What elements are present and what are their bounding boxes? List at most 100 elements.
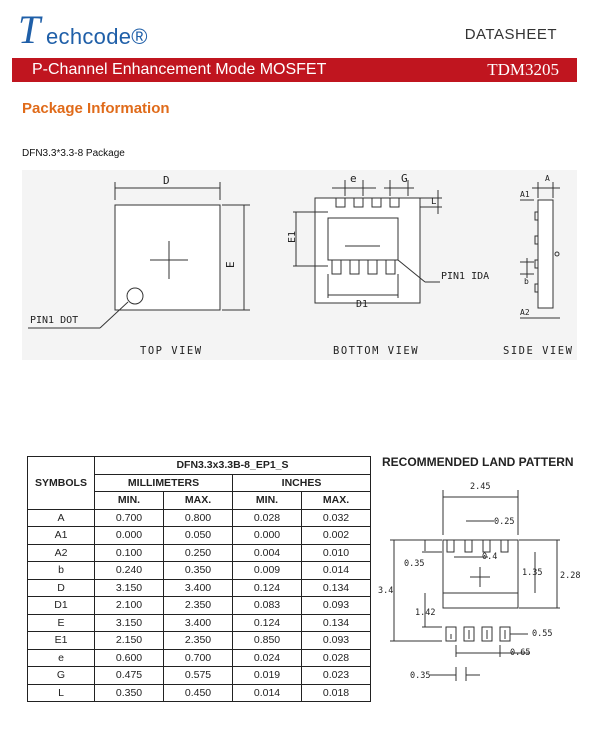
value-cell: 0.350 <box>94 683 164 702</box>
value-cell: 0.014 <box>232 683 302 702</box>
value-cell: 2.100 <box>94 596 164 615</box>
value-cell: 0.350 <box>163 561 233 580</box>
value-cell: 0.124 <box>232 578 302 597</box>
land-dim-035-bottom: 0.35 <box>410 671 430 681</box>
mm-min-header: MIN. <box>94 491 164 510</box>
value-cell: 0.010 <box>301 543 371 562</box>
value-cell: 0.240 <box>94 561 164 580</box>
techcode-logo: T echcode® <box>18 7 218 52</box>
title-bar: P-Channel Enhancement Mode MOSFET TDM320… <box>12 58 577 82</box>
symbols-header: SYMBOLS <box>27 456 95 510</box>
value-cell: 0.018 <box>301 683 371 702</box>
dim-A2-label: A2 <box>520 308 530 317</box>
value-cell: 0.600 <box>94 648 164 667</box>
side-view-label: SIDE VIEW <box>503 345 573 357</box>
symbol-cell: G <box>27 666 95 685</box>
bottom-view-drawing <box>293 180 442 304</box>
value-cell: 0.014 <box>301 561 371 580</box>
value-cell: 0.004 <box>232 543 302 562</box>
value-cell: 3.400 <box>163 613 233 632</box>
value-cell: 3.150 <box>94 578 164 597</box>
value-cell: 3.400 <box>163 578 233 597</box>
value-cell: 0.700 <box>163 648 233 667</box>
land-pattern-drawing: 2.45 0.25 0.4 0.35 1.35 2.28 3.4 1.42 0.… <box>378 482 580 681</box>
dim-A-label: A <box>545 174 550 183</box>
value-cell: 0.134 <box>301 578 371 597</box>
value-cell: 0.093 <box>301 596 371 615</box>
value-cell: 0.450 <box>163 683 233 702</box>
land-pattern-title: RECOMMENDED LAND PATTERN <box>382 455 574 469</box>
value-cell: 0.134 <box>301 613 371 632</box>
land-dim-055: 0.55 <box>532 629 552 639</box>
dim-D-label: D <box>163 174 170 187</box>
value-cell: 0.050 <box>163 526 233 545</box>
value-cell: 0.575 <box>163 666 233 685</box>
dim-D1-label: D1 <box>356 299 368 310</box>
value-cell: 0.000 <box>232 526 302 545</box>
inches-header: INCHES <box>232 473 371 492</box>
value-cell: 3.150 <box>94 613 164 632</box>
value-cell: 0.100 <box>94 543 164 562</box>
dim-b-label: b <box>524 277 529 286</box>
logo-initial: T <box>18 7 41 52</box>
value-cell: 0.250 <box>163 543 233 562</box>
land-dim-34: 3.4 <box>378 586 393 596</box>
dim-E1-label: E1 <box>287 231 298 243</box>
dim-e-label: e <box>350 172 357 185</box>
land-dim-035-top: 0.35 <box>404 559 424 569</box>
package-code-header: DFN3.3x3.3B-8_EP1_S <box>94 456 371 475</box>
value-cell: 0.800 <box>163 508 233 527</box>
symbol-cell: E1 <box>27 631 95 650</box>
value-cell: 0.093 <box>301 631 371 650</box>
dim-E-label: E <box>224 261 237 268</box>
symbol-cell: E <box>27 613 95 632</box>
land-dim-025: 0.25 <box>494 517 514 527</box>
dim-G-label: G <box>401 172 408 185</box>
package-drawings: D E PIN1 DOT TOP VIEW e G L E1 D1 PIN1 I… <box>22 170 577 360</box>
top-view-label: TOP VIEW <box>140 345 203 357</box>
package-name: DFN3.3*3.3-8 Package <box>22 148 125 159</box>
symbol-cell: D <box>27 578 95 597</box>
dim-A1-label: A1 <box>520 190 530 199</box>
logo-text: echcode® <box>46 24 148 49</box>
land-dim-065: 0.65 <box>510 648 530 658</box>
bottom-view-label: BOTTOM VIEW <box>333 345 419 357</box>
value-cell: 0.028 <box>301 648 371 667</box>
land-dim-142: 1.42 <box>415 608 435 618</box>
in-max-header: MAX. <box>301 491 371 510</box>
value-cell: 0.700 <box>94 508 164 527</box>
top-view-drawing <box>28 182 250 329</box>
value-cell: 0.024 <box>232 648 302 667</box>
side-view-drawing <box>520 182 560 319</box>
value-cell: 0.009 <box>232 561 302 580</box>
value-cell: 0.032 <box>301 508 371 527</box>
symbol-cell: b <box>27 561 95 580</box>
in-min-header: MIN. <box>232 491 302 510</box>
mm-max-header: MAX. <box>163 491 233 510</box>
symbol-cell: A2 <box>27 543 95 562</box>
symbol-cell: L <box>27 683 95 702</box>
value-cell: 0.124 <box>232 613 302 632</box>
millimeters-header: MILLIMETERS <box>94 473 233 492</box>
value-cell: 2.350 <box>163 596 233 615</box>
part-number: TDM3205 <box>487 60 559 79</box>
value-cell: 0.850 <box>232 631 302 650</box>
value-cell: 0.475 <box>94 666 164 685</box>
symbol-cell: A1 <box>27 526 95 545</box>
product-title: P-Channel Enhancement Mode MOSFET <box>32 61 327 78</box>
value-cell: 0.019 <box>232 666 302 685</box>
value-cell: 0.002 <box>301 526 371 545</box>
land-dim-228: 2.28 <box>560 571 580 581</box>
symbol-cell: A <box>27 508 95 527</box>
land-dim-135: 1.35 <box>522 568 542 578</box>
